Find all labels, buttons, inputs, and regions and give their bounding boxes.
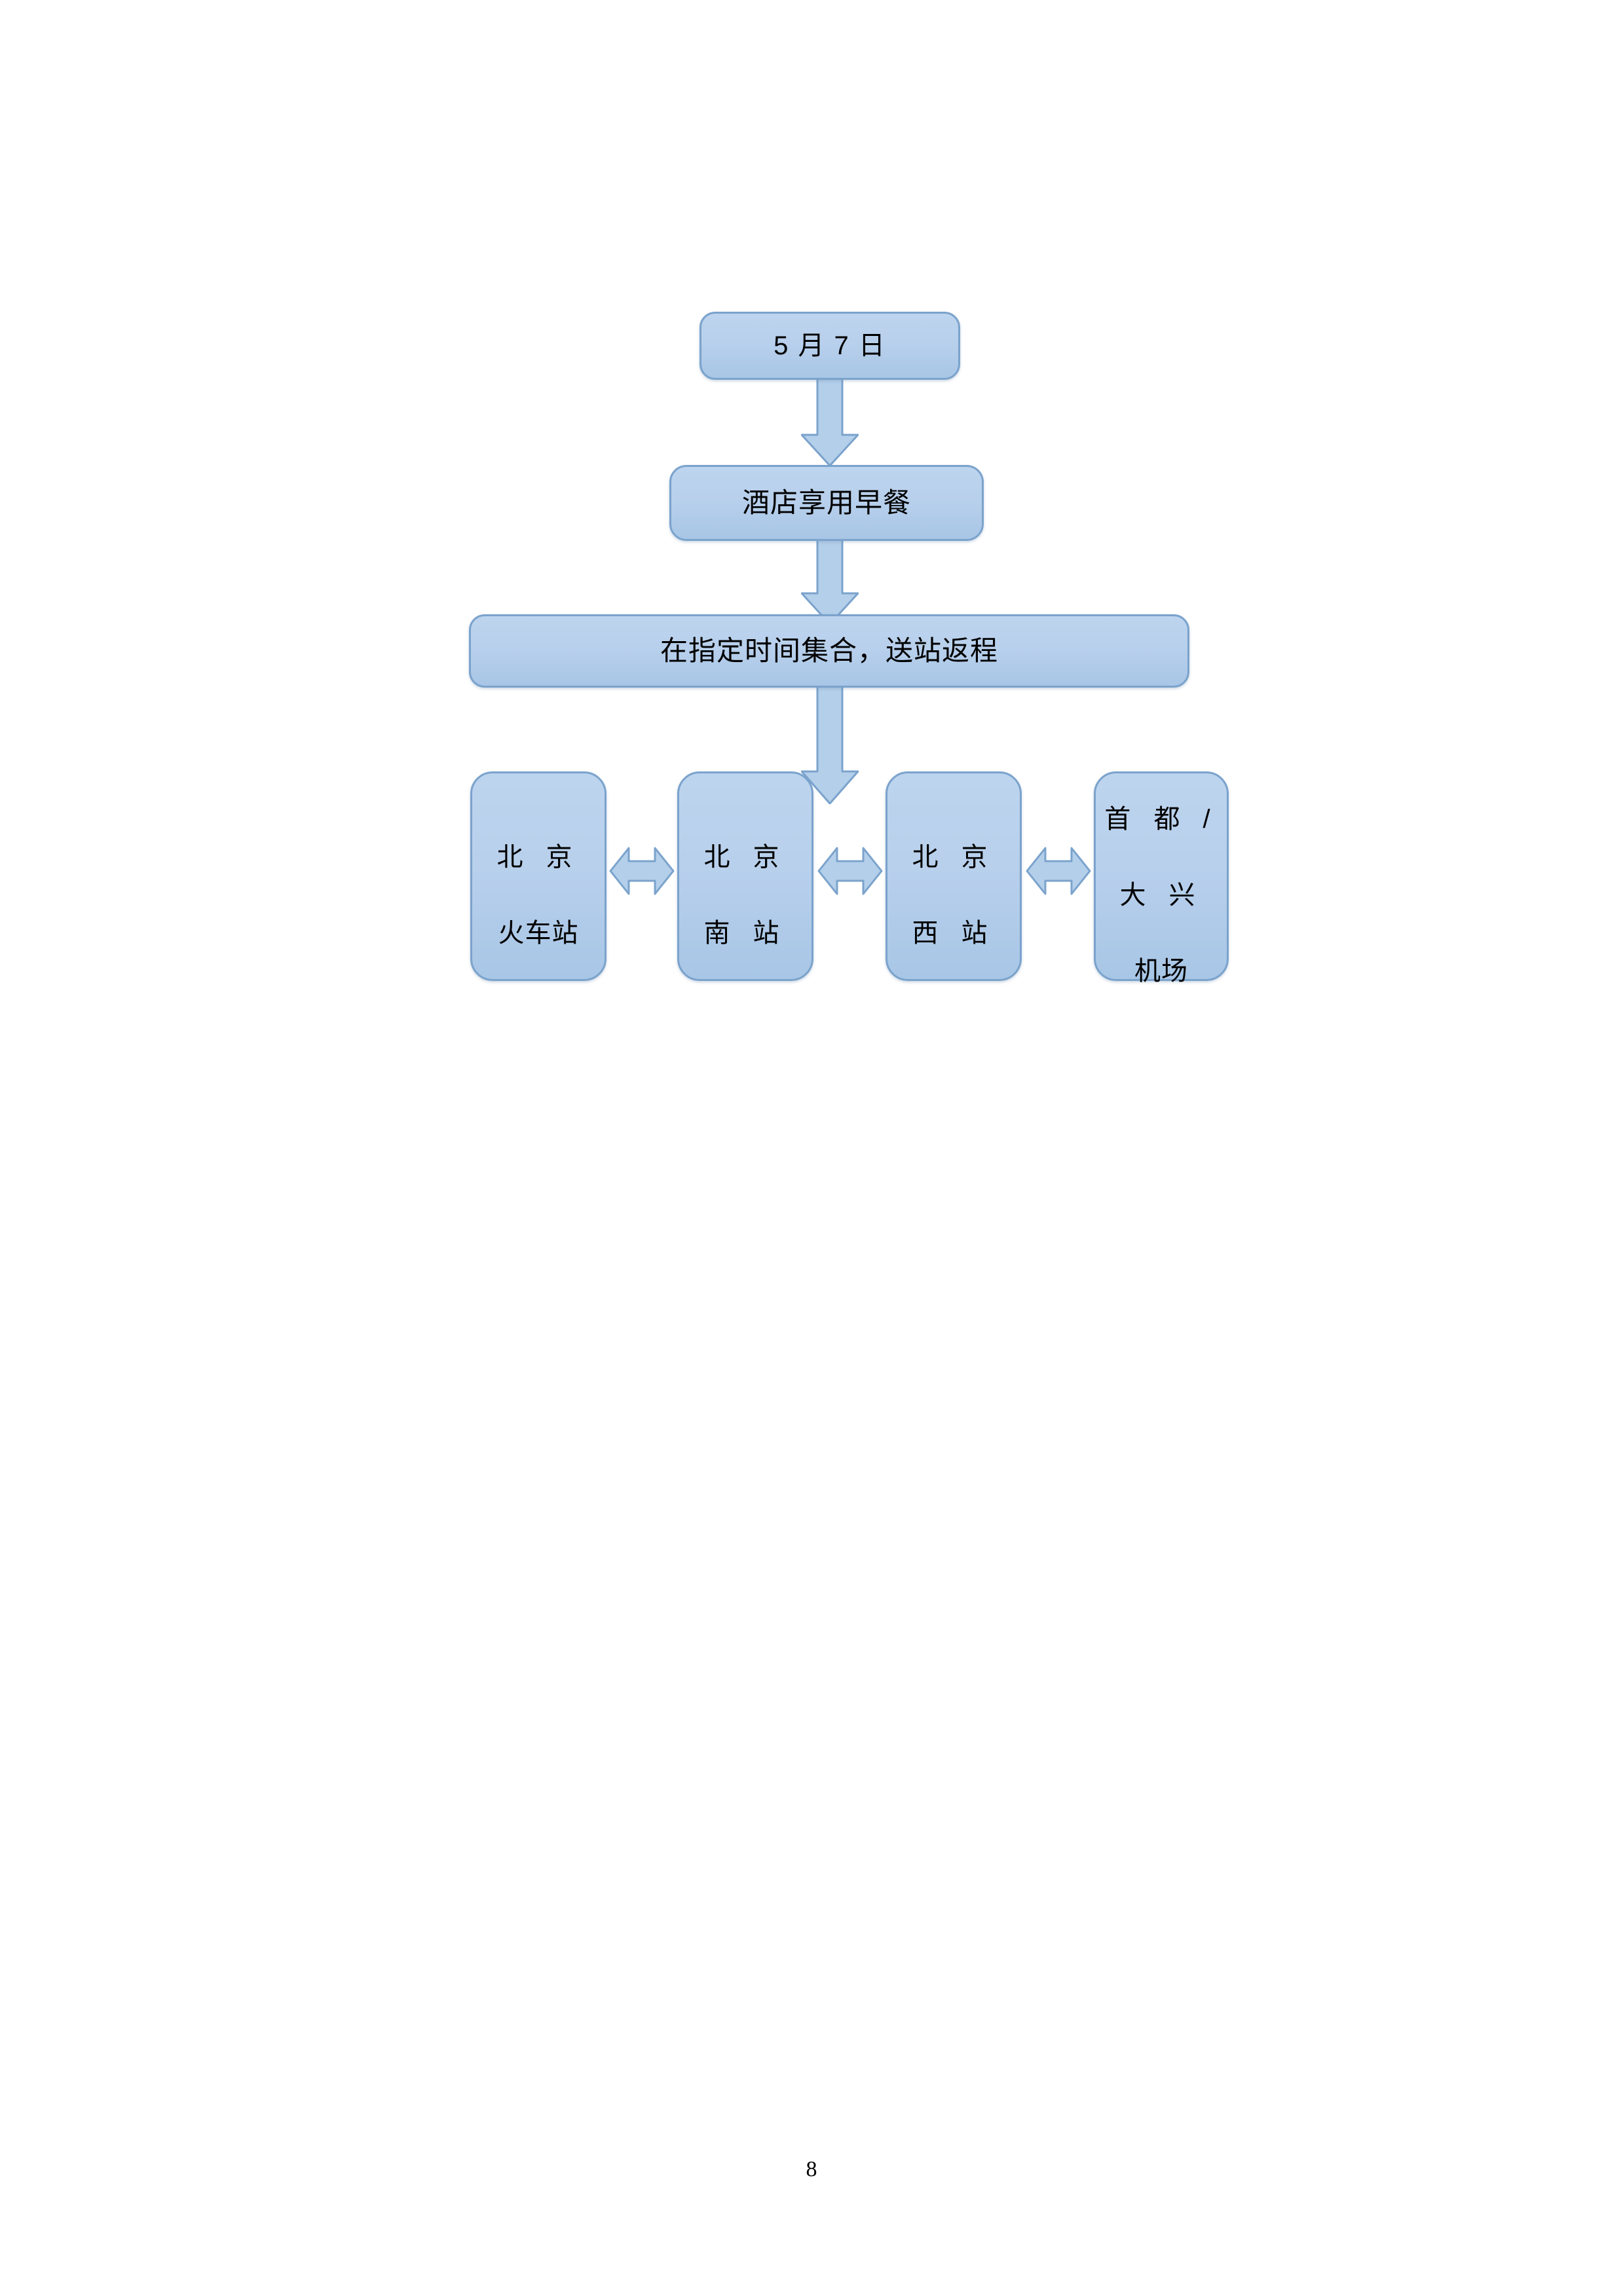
station-1-line2: 南 站 <box>703 919 787 948</box>
double-arrow-station-1-to-2 <box>817 840 883 902</box>
station-3-line2: 大 兴 <box>1119 881 1203 910</box>
node-date-label: 5 月 7 日 <box>774 331 886 360</box>
node-assemble-label: 在指定时间集合，送站返程 <box>660 635 998 667</box>
flowchart-node-station-beijing-railway[interactable]: 北 京 火车站 <box>470 771 606 981</box>
flowchart-node-assemble[interactable]: 在指定时间集合，送站返程 <box>469 614 1189 688</box>
double-arrow-station-0-to-1 <box>609 840 675 902</box>
flowchart-node-breakfast[interactable]: 酒店享用早餐 <box>669 465 984 541</box>
double-arrow-station-2-to-3 <box>1026 840 1091 902</box>
flowchart-node-station-beijing-south[interactable]: 北 京 南 站 <box>677 771 813 981</box>
down-arrow-date-to-breakfast <box>801 379 859 466</box>
station-2-label: 北 京 西 站 <box>912 800 995 952</box>
station-3-line1: 首 都 / <box>1104 805 1218 834</box>
station-3-label: 首 都 / 大 兴 机场 <box>1104 762 1218 990</box>
flowchart-node-date[interactable]: 5 月 7 日 <box>700 312 960 380</box>
page-number: 8 <box>806 2157 817 2181</box>
flowchart-node-station-beijing-west[interactable]: 北 京 西 站 <box>886 771 1022 981</box>
station-0-label: 北 京 火车站 <box>496 800 580 952</box>
station-0-line1: 北 京 <box>496 843 580 872</box>
station-0-line2: 火车站 <box>498 919 579 948</box>
down-arrow-breakfast-to-assemble <box>801 540 859 625</box>
flowchart-node-airport[interactable]: 首 都 / 大 兴 机场 <box>1094 771 1229 986</box>
station-2-line2: 西 站 <box>912 919 996 948</box>
station-2-line1: 北 京 <box>912 843 996 872</box>
station-1-line1: 北 京 <box>703 843 787 872</box>
station-3-line3: 机场 <box>1134 957 1188 986</box>
node-breakfast-label: 酒店享用早餐 <box>741 487 911 519</box>
down-arrow-assemble-to-stations <box>801 685 859 804</box>
station-1-label: 北 京 南 站 <box>703 800 787 952</box>
